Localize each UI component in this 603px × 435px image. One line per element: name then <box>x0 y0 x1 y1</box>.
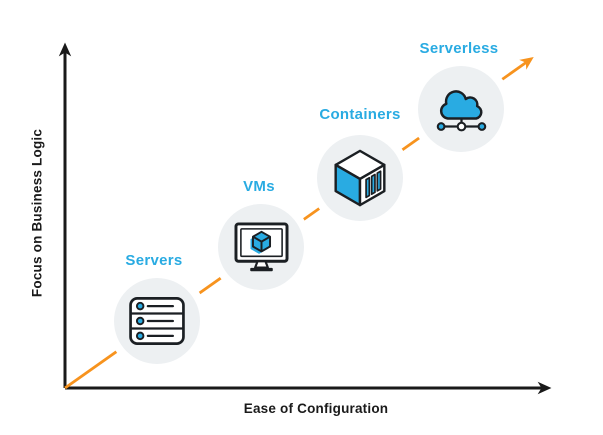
containers-bubble <box>317 135 403 221</box>
vms-label: VMs <box>243 178 275 195</box>
container-cube-icon <box>334 149 386 207</box>
serverless-cloud-network-icon <box>436 90 486 132</box>
servers-bubble <box>114 278 200 364</box>
vms-bubble <box>218 204 304 290</box>
containers-label: Containers <box>319 106 401 123</box>
serverless-bubble <box>418 66 504 152</box>
servers-label: Servers <box>125 252 183 269</box>
vm-monitor-cube-icon <box>234 221 288 271</box>
y-axis-label: Focus on Business Logic <box>29 128 45 298</box>
x-axis-label: Ease of Configuration <box>243 401 389 416</box>
serverless-label: Serverless <box>419 40 499 57</box>
server-rack-icon <box>129 297 185 345</box>
